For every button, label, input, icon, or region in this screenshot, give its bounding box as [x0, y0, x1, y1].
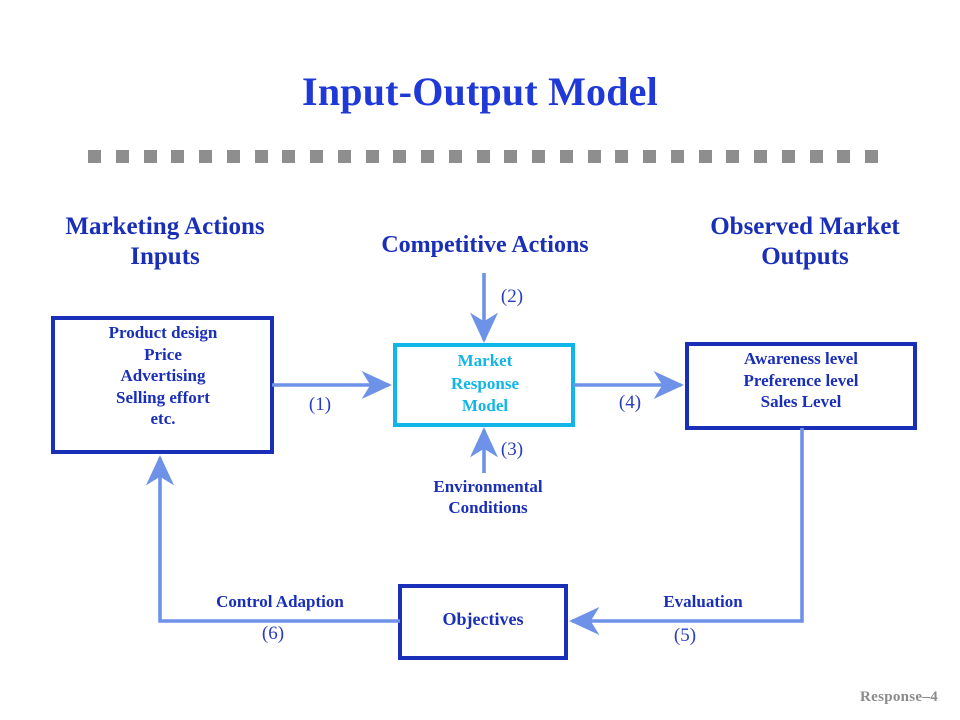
separator-square — [337, 150, 351, 163]
separator-square — [643, 150, 656, 163]
separator-square — [282, 150, 296, 163]
separator-square — [698, 150, 712, 163]
separator-square — [837, 150, 851, 163]
separator-square — [143, 150, 157, 163]
separator-square — [448, 150, 462, 163]
separator-square — [171, 150, 185, 163]
page-title: Input-Output Model — [302, 69, 658, 114]
heading-competitive-actions: Competitive Actions — [381, 232, 589, 258]
separator-square — [115, 150, 129, 163]
separator-square — [393, 150, 407, 163]
separator-square — [504, 150, 518, 163]
separator-square — [809, 150, 823, 163]
flow-label-1: (1) — [308, 394, 332, 415]
dashed-separator — [88, 150, 878, 164]
flow-label-5: (5) — [673, 625, 697, 646]
separator-square — [365, 150, 379, 163]
separator-square — [88, 150, 101, 163]
flow-label-2: (2) — [500, 286, 524, 307]
separator-square — [199, 150, 212, 163]
box-market-response-model-label: Market Response Model — [450, 351, 519, 416]
box-objectives-label: Objectives — [442, 609, 524, 629]
separator-square — [310, 150, 323, 163]
heading-marketing-actions-inputs: Marketing Actions Inputs — [65, 213, 265, 270]
separator-square — [670, 150, 684, 163]
separator-square — [587, 150, 601, 163]
arrow-6-objectives-to-inputs — [145, 455, 400, 623]
separator-square — [226, 150, 240, 163]
separator-square — [559, 150, 573, 163]
separator-square — [726, 150, 740, 163]
separator-square — [781, 150, 795, 163]
separator-square — [615, 150, 629, 163]
arrow-5-outputs-to-objectives — [569, 428, 804, 636]
separator-square — [532, 150, 545, 163]
flow-label-6: (6) — [261, 623, 285, 644]
box-inputs-label: Product design Price Advertising Selling… — [108, 323, 218, 429]
caption-control-adaption: Control Adaption — [216, 592, 344, 611]
caption-evaluation: Evaluation — [663, 592, 743, 611]
separator-square — [865, 150, 878, 163]
slide-footer: Response–4 — [859, 689, 938, 705]
flow-label-3: (3) — [500, 439, 524, 460]
box-outputs-label: Awareness level Preference level Sales L… — [743, 349, 859, 412]
caption-environmental-conditions: Environmental Conditions — [433, 477, 543, 518]
flow-label-4: (4) — [618, 392, 642, 413]
separator-square — [754, 150, 767, 163]
separator-square — [254, 150, 268, 163]
heading-observed-market-outputs: Observed Market Outputs — [710, 213, 900, 270]
separator-square — [476, 150, 490, 163]
separator-square — [421, 150, 434, 163]
